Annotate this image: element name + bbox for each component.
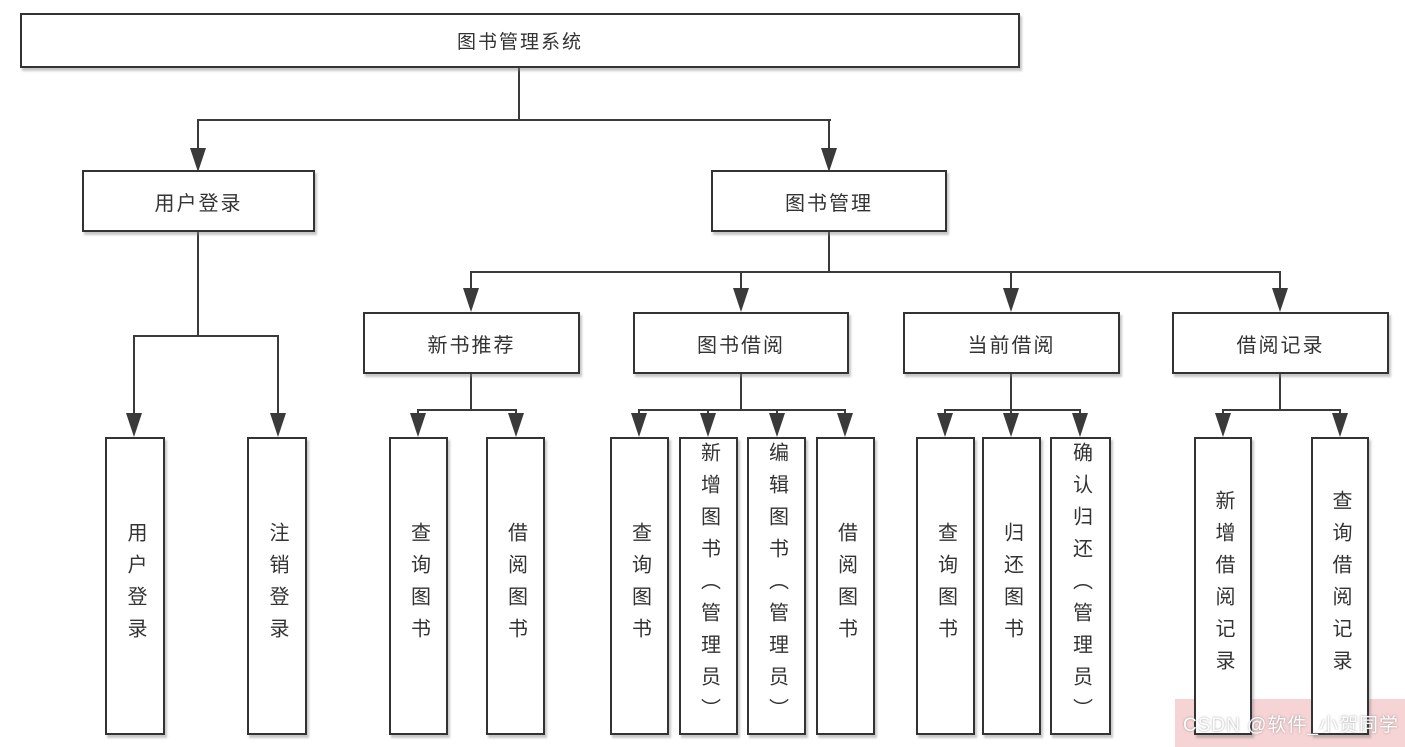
node-leaf-query-book-1: 查询图书 — [389, 437, 448, 735]
node-leaf-borrow-book-1: 借阅图书 — [486, 437, 545, 735]
connector-drop — [944, 409, 946, 415]
connector-drop — [417, 409, 419, 415]
connector-drop — [1079, 409, 1081, 415]
node-leaf-add-book-admin: 新增图书（管理员） — [679, 437, 738, 735]
connector-drop — [707, 409, 709, 415]
node-borrow-record-label: 借阅记录 — [1236, 334, 1325, 357]
node-leaf-confirm-return-admin-label: 确认归还（管理员） — [1069, 442, 1092, 730]
arrowhead-down-icon — [821, 148, 837, 172]
node-leaf-query-book-1-label: 查询图书 — [407, 522, 430, 650]
connector-user-login-stem — [197, 232, 199, 336]
connector-drop-current-borrow — [1010, 271, 1012, 289]
connector-root-stem — [518, 68, 520, 120]
node-book-mgmt-branch-label: 图书管理 — [785, 192, 873, 215]
arrowhead-down-icon — [126, 413, 142, 437]
connector-current-borrow-stem — [1010, 374, 1012, 410]
connector-drop-book-mgmt — [828, 119, 830, 149]
node-current-borrow: 当前借阅 — [903, 312, 1120, 374]
arrowhead-down-icon — [733, 288, 749, 312]
arrowhead-down-icon — [410, 413, 426, 437]
connector-drop — [1222, 409, 1224, 415]
connector-book-mgmt-stem — [828, 232, 830, 272]
arrowhead-down-icon — [837, 413, 853, 437]
arrowhead-down-icon — [631, 413, 647, 437]
connector-drop-leaf-login — [133, 335, 135, 413]
connector-drop — [515, 409, 517, 415]
node-new-book-rec-label: 新书推荐 — [427, 334, 516, 357]
connector-drop-user-login — [197, 119, 199, 149]
arrowhead-down-icon — [1003, 288, 1019, 312]
connector-new-book-rail — [417, 409, 517, 411]
node-leaf-edit-book-admin: 编辑图书（管理员） — [747, 437, 806, 735]
node-leaf-add-borrow-record: 新增借阅记录 — [1194, 437, 1252, 735]
connector-drop — [844, 409, 846, 415]
arrowhead-down-icon — [700, 413, 716, 437]
connector-borrow-record-stem — [1279, 374, 1281, 410]
node-root-system: 图书管理系统 — [20, 13, 1020, 68]
node-leaf-return-book-label: 归还图书 — [1000, 522, 1023, 650]
node-leaf-query-book-2: 查询图书 — [610, 437, 669, 735]
node-leaf-query-book-3: 查询图书 — [916, 437, 975, 735]
connector-level3-rail — [470, 271, 1281, 273]
node-user-login-branch: 用户登录 — [82, 170, 315, 232]
node-leaf-logout-label: 注销登录 — [266, 522, 288, 650]
arrowhead-down-icon — [1332, 413, 1348, 437]
connector-drop — [776, 409, 778, 415]
node-leaf-user-login-label: 用户登录 — [124, 522, 146, 650]
node-leaf-query-borrow-record: 查询借阅记录 — [1311, 437, 1369, 735]
node-leaf-user-login: 用户登录 — [105, 437, 165, 735]
node-new-book-rec: 新书推荐 — [363, 312, 580, 374]
node-borrow-record: 借阅记录 — [1172, 312, 1389, 374]
node-book-mgmt-branch: 图书管理 — [711, 170, 947, 232]
connector-drop — [1010, 409, 1012, 415]
connector-new-book-stem — [470, 374, 472, 410]
watermark-text: CSDN @软件_小贺同学 — [1183, 715, 1399, 736]
connector-drop-borrow-record — [1279, 271, 1281, 289]
node-leaf-query-book-3-label: 查询图书 — [934, 522, 957, 650]
connector-borrow-record-rail — [1222, 409, 1341, 411]
connector-level2-rail — [197, 119, 831, 121]
connector-user-login-rail — [133, 335, 279, 337]
node-root-label: 图书管理系统 — [456, 32, 583, 53]
node-leaf-borrow-book-2: 借阅图书 — [816, 437, 875, 735]
node-leaf-logout: 注销登录 — [247, 437, 307, 735]
node-user-login-branch-label: 用户登录 — [154, 192, 243, 215]
node-book-borrow: 图书借阅 — [633, 312, 849, 374]
arrowhead-down-icon — [190, 148, 206, 172]
node-leaf-query-borrow-record-label: 查询借阅记录 — [1329, 490, 1351, 682]
connector-drop-book-borrow — [740, 271, 742, 289]
node-book-borrow-label: 图书借阅 — [697, 334, 785, 357]
connector-drop-leaf-logout — [277, 335, 279, 413]
arrowhead-down-icon — [508, 413, 524, 437]
node-leaf-confirm-return-admin: 确认归还（管理员） — [1050, 437, 1111, 735]
arrowhead-down-icon — [937, 413, 953, 437]
arrowhead-down-icon — [270, 413, 286, 437]
connector-book-borrow-rail — [638, 409, 846, 411]
node-leaf-borrow-book-2-label: 借阅图书 — [834, 522, 857, 650]
arrowhead-down-icon — [1215, 413, 1231, 437]
node-leaf-add-borrow-record-label: 新增借阅记录 — [1212, 490, 1234, 682]
arrowhead-down-icon — [1072, 413, 1088, 437]
arrowhead-down-icon — [463, 288, 479, 312]
node-leaf-add-book-admin-label: 新增图书（管理员） — [697, 442, 720, 730]
node-leaf-edit-book-admin-label: 编辑图书（管理员） — [765, 442, 788, 730]
connector-book-borrow-stem — [740, 374, 742, 410]
connector-current-borrow-rail — [944, 409, 1081, 411]
node-leaf-borrow-book-1-label: 借阅图书 — [504, 522, 527, 650]
node-current-borrow-label: 当前借阅 — [967, 334, 1056, 357]
arrowhead-down-icon — [769, 413, 785, 437]
node-leaf-return-book: 归还图书 — [982, 437, 1041, 735]
node-leaf-query-book-2-label: 查询图书 — [628, 522, 651, 650]
connector-drop — [1339, 409, 1341, 415]
arrowhead-down-icon — [1272, 288, 1288, 312]
arrowhead-down-icon — [1003, 413, 1019, 437]
connector-drop — [638, 409, 640, 415]
connector-drop-new-book — [470, 271, 472, 289]
